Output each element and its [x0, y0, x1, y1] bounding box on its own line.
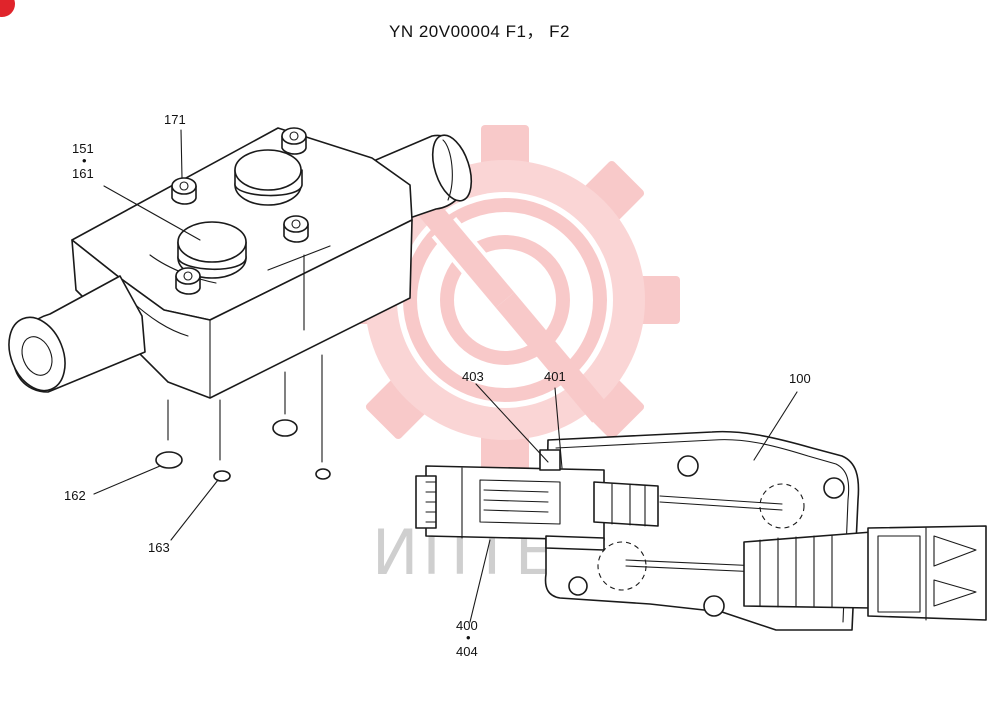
- o-ring-large: [272, 419, 298, 437]
- callout-151: 151: [72, 141, 94, 156]
- o-ring-small: [315, 468, 331, 480]
- callout-400: 400: [456, 618, 478, 633]
- small-cap-b: [171, 177, 197, 205]
- corner-badge: [0, 0, 15, 17]
- plug-large-front: [177, 221, 247, 279]
- callout-171: 171: [164, 112, 186, 127]
- solenoid-assembly: [415, 430, 987, 631]
- callout-161: 161: [72, 166, 94, 181]
- callout-151-separator: •: [82, 153, 87, 168]
- callout-403: 403: [462, 369, 484, 384]
- callout-162: 162: [64, 488, 86, 503]
- page-title: YN 20V00004 F1， F2: [389, 22, 570, 41]
- o-ring-163: [213, 470, 231, 482]
- small-cap-d: [175, 267, 201, 295]
- small-cap-c: [283, 215, 309, 243]
- callout-100: 100: [789, 371, 811, 386]
- callout-401: 401: [544, 369, 566, 384]
- callout-400-separator: •: [466, 630, 471, 645]
- callout-163: 163: [148, 540, 170, 555]
- o-ring-162: [155, 451, 183, 469]
- callouts: 171 151 • 161 162 163 403 401 100 400 • …: [64, 112, 811, 659]
- callout-404: 404: [456, 644, 478, 659]
- plug-large-rear: [234, 149, 303, 206]
- valve-block: [8, 127, 473, 463]
- leader-lines: [93, 129, 798, 623]
- small-cap-a: [281, 127, 307, 155]
